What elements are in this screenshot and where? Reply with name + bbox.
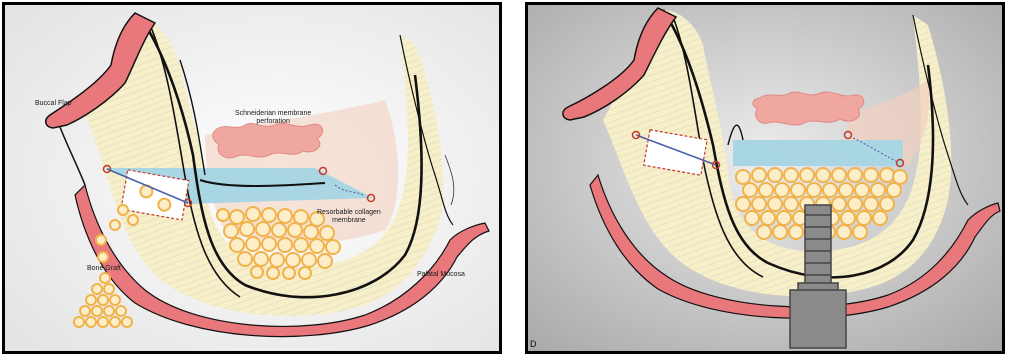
label-buccal-flap: Buccal Flap <box>35 100 72 108</box>
label-schneiderian: Schneiderian membrane perforation <box>235 110 311 126</box>
label-palatal-mucosa: Palatal Mucosa <box>417 271 465 279</box>
left-illustration <box>5 5 499 351</box>
label-bone-graft: Bone Graft <box>87 265 121 273</box>
label-resorbable-membrane: Resorbable collagen membrane <box>317 209 381 225</box>
diagram-panel-left: Buccal Flap Schneiderian membrane perfor… <box>2 2 502 354</box>
perforation-patch-right <box>753 92 864 125</box>
right-illustration: D <box>528 5 1002 351</box>
diagram-panel-right: D <box>525 2 1005 354</box>
corner-mark: D <box>530 339 537 349</box>
